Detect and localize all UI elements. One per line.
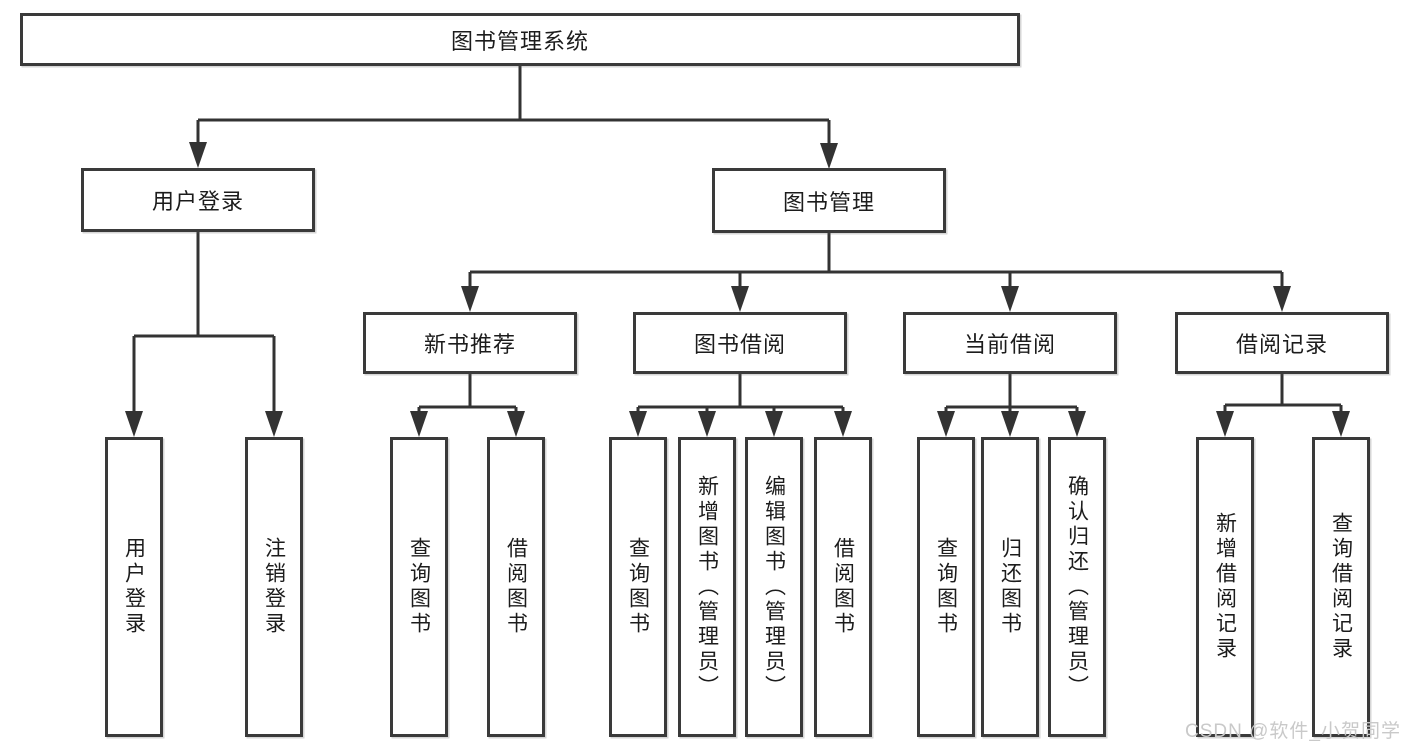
- node-borrowing-records: 借阅记录: [1175, 312, 1389, 374]
- leaf-return-books: 归还图书: [981, 437, 1039, 737]
- leaf-user-login: 用户登录: [105, 437, 163, 737]
- csdn-watermark: CSDN @软件_小贺同学: [1185, 721, 1401, 742]
- leaf-query-borrow-record: 查询借阅记录: [1312, 437, 1370, 737]
- node-label: 注销登录: [262, 537, 286, 637]
- node-label: 新书推荐: [423, 332, 516, 357]
- node-book-management-system: 图书管理系统: [20, 13, 1020, 66]
- node-label: 查询图书: [407, 537, 431, 637]
- node-label: 用户登录: [151, 189, 244, 214]
- node-label: 图书管理: [782, 189, 875, 215]
- leaf-borrow-books-borrowing: 借阅图书: [814, 437, 872, 737]
- node-label: 新增借阅记录: [1213, 512, 1237, 662]
- node-label: 查询图书: [934, 537, 958, 637]
- node-current-borrowing: 当前借阅: [903, 312, 1117, 374]
- node-label: 确认归还（管理员）: [1065, 474, 1089, 700]
- node-user-login: 用户登录: [81, 168, 315, 232]
- leaf-query-books-recommend: 查询图书: [390, 437, 448, 737]
- node-label: 用户登录: [122, 537, 146, 637]
- leaf-edit-books-admin: 编辑图书（管理员）: [745, 437, 803, 737]
- node-label: 图书管理系统: [450, 28, 589, 54]
- node-book-borrowing: 图书借阅: [633, 312, 847, 374]
- node-new-book-recommend: 新书推荐: [363, 312, 577, 374]
- node-label: 图书借阅: [693, 332, 786, 357]
- node-book-management: 图书管理: [712, 168, 946, 233]
- leaf-query-books-current: 查询图书: [917, 437, 975, 737]
- node-label: 借阅图书: [504, 537, 528, 637]
- node-label: 编辑图书（管理员）: [762, 474, 786, 700]
- leaf-logout-login: 注销登录: [245, 437, 303, 737]
- node-label: 借阅记录: [1235, 332, 1328, 357]
- node-label: 当前借阅: [963, 332, 1056, 357]
- leaf-add-books-admin: 新增图书（管理员）: [678, 437, 736, 737]
- node-label: 归还图书: [998, 537, 1022, 637]
- node-label: 借阅图书: [831, 537, 855, 637]
- node-label: 查询借阅记录: [1329, 512, 1353, 662]
- node-label: 新增图书（管理员）: [695, 474, 719, 700]
- leaf-confirm-return-admin: 确认归还（管理员）: [1048, 437, 1106, 737]
- leaf-borrow-books-recommend: 借阅图书: [487, 437, 545, 737]
- leaf-query-books-borrowing: 查询图书: [609, 437, 667, 737]
- leaf-add-borrow-record: 新增借阅记录: [1196, 437, 1254, 737]
- node-label: 查询图书: [626, 537, 650, 637]
